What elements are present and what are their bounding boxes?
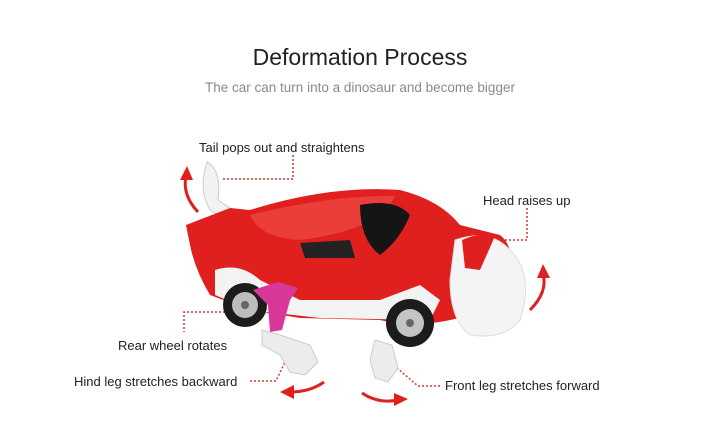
callout-front-leg: Front leg stretches forward bbox=[445, 378, 600, 393]
page-subtitle: The car can turn into a dinosaur and bec… bbox=[205, 80, 515, 95]
head-leader bbox=[505, 208, 528, 241]
tail-arrowhead-icon bbox=[180, 166, 193, 180]
hind-leg-arrowhead-icon bbox=[280, 385, 294, 399]
wind-up-key bbox=[253, 282, 298, 332]
front-leg-arrowhead-icon bbox=[394, 393, 408, 406]
callout-hind-leg: Hind leg stretches backward bbox=[74, 374, 238, 389]
front-leg-leader bbox=[396, 367, 440, 387]
head-stripe bbox=[462, 234, 495, 270]
head-arrowhead-icon bbox=[537, 264, 550, 278]
front-wheel bbox=[386, 299, 434, 347]
hind-leg-arrow-icon bbox=[289, 380, 325, 394]
head-arrow-icon bbox=[528, 273, 546, 312]
hind-leg bbox=[261, 329, 319, 376]
arrowheads bbox=[180, 166, 550, 406]
callout-tail: Tail pops out and straightens bbox=[199, 140, 365, 155]
callout-rear-wheel: Rear wheel rotates bbox=[118, 338, 228, 353]
tail-leader bbox=[222, 155, 294, 180]
side-window bbox=[300, 240, 355, 258]
front-leg-arrow-icon bbox=[361, 391, 399, 403]
front-leg bbox=[369, 339, 399, 383]
car-highlight bbox=[250, 195, 395, 240]
rear-wheel bbox=[223, 283, 267, 327]
callout-head: Head raises up bbox=[483, 193, 571, 208]
windshield bbox=[360, 202, 410, 255]
rear-wheel-leader bbox=[183, 311, 225, 332]
hind-leg-leader bbox=[250, 359, 287, 382]
leader-lines bbox=[183, 155, 528, 387]
tail-arrow-icon bbox=[183, 175, 200, 214]
page-title: Deformation Process bbox=[252, 44, 468, 70]
